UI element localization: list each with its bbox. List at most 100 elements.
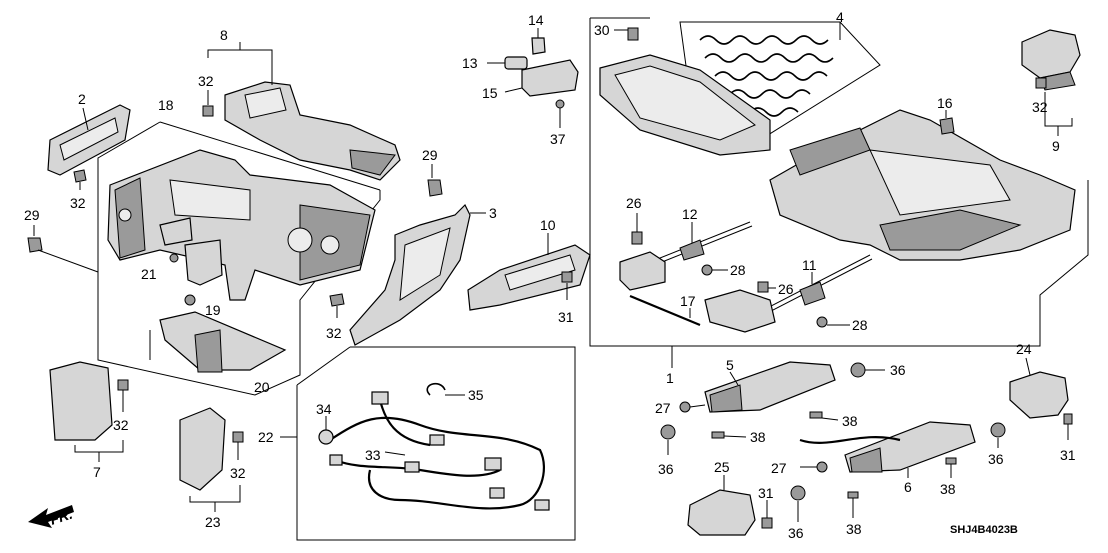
arrow-icon [28,505,74,528]
clip-icon [73,169,87,183]
callout-31b: 31 [1060,447,1076,463]
callout-32f: 32 [1032,99,1048,115]
side-cover-inner [59,117,119,161]
harness-group-box-edge [296,346,351,386]
callout-35: 35 [468,387,484,403]
part-plate-20 [159,311,287,371]
nut-36 [990,422,1006,438]
clip-icon [117,379,129,391]
callout-6: 6 [904,479,912,495]
spring-icon [714,71,828,81]
callout-3: 3 [489,205,497,221]
clip-icon [232,431,244,443]
part-bracket-19 [184,239,223,286]
callout-labels: 1 2 3 4 5 6 7 8 9 10 11 12 13 14 15 16 1… [24,9,1076,541]
rail-6-end [849,447,883,473]
cover-9-shape [1021,29,1081,79]
callout-15: 15 [482,85,498,101]
clip-icon [761,517,773,529]
gear-box-11 [799,281,826,306]
part-cover-7 [49,361,129,462]
callout-19: 19 [205,302,221,318]
bolt-27 [679,401,691,413]
cable-17 [629,294,701,327]
rail-6-wire [799,436,901,444]
adjuster-rail [879,209,1022,251]
frame-panel [169,179,251,221]
callout-17: 17 [680,293,696,309]
bolt-icon [627,27,639,41]
spring-icon [704,53,834,63]
connector-icon [371,391,389,405]
pad-38 [711,431,725,439]
part-switch-13-14-15 [487,28,579,128]
bolt-26 [757,281,769,293]
switch-15 [521,59,579,97]
leader-line [82,107,89,131]
spring-icon [749,107,799,117]
connector-icon [534,499,550,511]
pad-38 [847,491,859,499]
bolt-26 [631,231,643,245]
callout-38b: 38 [750,429,766,445]
callout-9: 9 [1052,138,1060,154]
cover-23-shape [179,407,226,491]
callout-12: 12 [682,206,698,222]
cover-25-shape [687,489,756,536]
cover-7-shape [49,361,113,441]
callout-26a: 26 [626,195,642,211]
connector-icon [489,487,505,499]
clip-32-b [329,293,345,318]
clip-icon [202,105,214,117]
clip-icon [561,271,573,283]
callout-30: 30 [594,22,610,38]
group-seat-adjuster-1 [589,17,1089,368]
pad-38 [809,411,823,419]
bolt-28 [816,316,828,328]
callout-21: 21 [141,266,157,282]
callout-20: 20 [254,379,270,395]
callout-38c: 38 [940,481,956,497]
leader-line [729,371,739,386]
clip-icon [329,293,345,307]
screw-37 [555,99,565,109]
upper-frame-inner [244,87,287,119]
callout-28b: 28 [852,317,868,333]
plate-rib [194,329,223,373]
part-cover-23 [179,407,244,512]
callout-36a: 36 [890,362,906,378]
leader-line [37,249,99,273]
bolt-29-left [27,225,99,273]
rail-5-end [709,384,743,413]
callout-37: 37 [550,131,566,147]
cover-inner [399,227,451,301]
drawing-code: SHJ4B4023B [950,524,1018,536]
cushion-pan-inner [614,65,756,141]
callout-25: 25 [714,459,730,475]
callout-32a: 32 [198,73,214,89]
connector-icon [329,454,343,466]
callout-13: 13 [462,55,478,71]
callout-33: 33 [365,447,381,463]
adjuster-panel [869,149,1011,216]
part-cover-25 [687,475,773,536]
harness-wire [378,399,431,447]
bolt-28 [701,264,713,276]
leader-line [689,404,706,408]
callout-5: 5 [726,357,734,373]
front-direction-arrow [28,505,74,528]
bolt-27 [816,461,828,473]
nut-36 [660,424,676,440]
pad-38 [945,457,957,465]
callout-8: 8 [220,27,228,43]
leader-bracket [1044,92,1073,127]
frame-group-box-edge [159,121,381,191]
nut-36 [790,485,806,501]
part-cover-3 [349,203,486,346]
front-direction-label: FR. [48,506,74,528]
callout-29a: 29 [24,207,40,223]
callout-29b: 29 [422,147,438,163]
bolt-icon [427,179,443,197]
callout-31a: 31 [558,309,574,325]
